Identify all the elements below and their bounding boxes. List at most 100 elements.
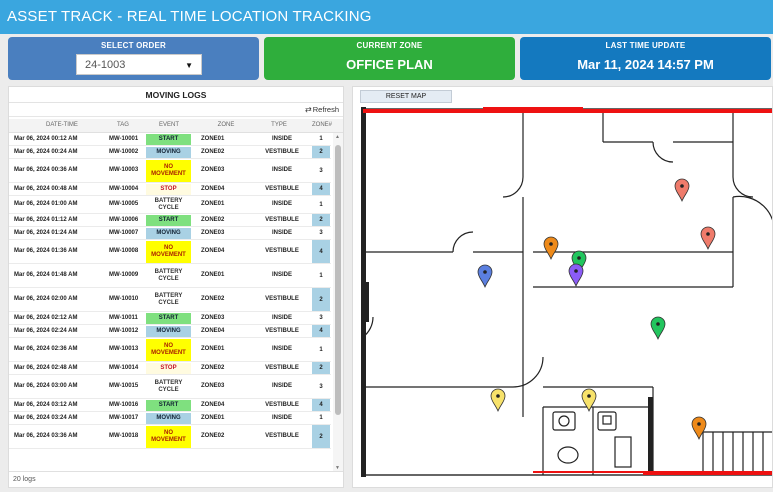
cell-date-time: Mar 06, 2024 00:24 AM <box>14 149 78 155</box>
cell-type: VESTIBULE <box>265 186 299 192</box>
event-badge: NO MOVEMENT <box>146 160 191 182</box>
cell-zone: ZONE01 <box>201 346 225 352</box>
location-marker-icon[interactable] <box>650 316 666 341</box>
cell-date-time: Mar 06, 2024 01:12 AM <box>14 217 78 223</box>
cell-tag: MW-10007 <box>109 230 139 236</box>
map-markers <box>477 178 716 441</box>
cell-zone-number: 4 <box>312 399 330 411</box>
last-update-card: LAST TIME UPDATE Mar 11, 2024 14:57 PM <box>520 37 771 80</box>
col-zone-number[interactable]: ZONE# <box>312 122 333 128</box>
col-type[interactable]: TYPE <box>271 122 287 128</box>
reset-map-button[interactable]: RESET MAP <box>360 90 452 103</box>
cell-type: VESTIBULE <box>265 402 299 408</box>
cell-tag: MW-10013 <box>109 346 139 352</box>
cell-zone-number: 2 <box>312 425 330 448</box>
location-marker-icon[interactable] <box>568 263 584 288</box>
cell-zone-number: 1 <box>319 415 323 421</box>
event-badge: START <box>146 400 191 411</box>
refresh-label: Refresh <box>312 105 339 114</box>
scroll-down-icon[interactable]: ▼ <box>335 465 340 471</box>
event-badge: NO MOVEMENT <box>146 426 191 448</box>
col-date-time[interactable]: DATE-TIME <box>46 122 78 128</box>
location-marker-icon[interactable] <box>674 178 690 203</box>
cell-tag: MW-10006 <box>109 217 139 223</box>
cell-type: INSIDE <box>271 201 292 207</box>
refresh-button[interactable]: ⇄Refresh <box>305 105 339 114</box>
cell-type: VESTIBULE <box>265 248 299 254</box>
cell-zone-number: 3 <box>319 167 323 174</box>
event-badge: MOVING <box>146 228 191 239</box>
scrollbar-thumb[interactable] <box>335 145 341 415</box>
cell-tag: MW-10016 <box>109 402 139 408</box>
cell-zone: ZONE02 <box>201 296 225 302</box>
cell-zone: ZONE01 <box>201 415 225 421</box>
cell-type: VESTIBULE <box>265 149 299 155</box>
cell-date-time: Mar 06, 2024 01:48 AM <box>14 272 78 278</box>
logs-scrollbar[interactable]: ▲ ▼ <box>333 133 343 472</box>
cell-zone: ZONE03 <box>201 167 225 173</box>
logs-count: 20 logs <box>9 471 343 487</box>
cell-zone-number: 2 <box>312 146 330 158</box>
logs-toolbar: ⇄Refresh <box>9 103 343 117</box>
cell-zone: ZONE04 <box>201 328 225 334</box>
cell-date-time: Mar 06, 2024 03:24 AM <box>14 415 78 421</box>
scroll-up-icon[interactable]: ▲ <box>335 134 340 140</box>
location-marker-icon[interactable] <box>490 388 506 413</box>
col-zone[interactable]: ZONE <box>217 122 235 128</box>
cell-date-time: Mar 06, 2024 01:36 AM <box>14 248 78 254</box>
moving-logs-panel: MOVING LOGS ⇄Refresh DATE-TIME TAG EVENT… <box>8 86 344 488</box>
cell-date-time: Mar 06, 2024 03:12 AM <box>14 402 78 408</box>
location-marker-icon[interactable] <box>477 264 493 289</box>
cell-tag: MW-10003 <box>109 167 139 173</box>
order-select[interactable]: 24-1003 ▼ <box>76 54 202 75</box>
last-update-title: LAST TIME UPDATE <box>605 41 686 50</box>
cell-zone: ZONE04 <box>201 248 225 254</box>
location-marker-icon[interactable] <box>691 416 707 441</box>
cell-type: VESTIBULE <box>265 296 299 302</box>
event-badge: MOVING <box>146 326 191 337</box>
cell-tag: MW-10015 <box>109 383 139 389</box>
cell-zone: ZONE03 <box>201 315 225 321</box>
cell-zone: ZONE02 <box>201 433 225 439</box>
cell-zone-number: 1 <box>319 346 323 353</box>
cell-zone-number: 4 <box>312 325 330 337</box>
cell-tag: MW-10008 <box>109 248 139 254</box>
cell-zone: ZONE02 <box>201 365 225 371</box>
cell-type: INSIDE <box>271 383 292 389</box>
event-badge: NO MOVEMENT <box>146 241 191 263</box>
event-badge: MOVING <box>146 413 191 424</box>
dropdown-arrow-icon[interactable]: ▼ <box>185 61 193 70</box>
col-event[interactable]: EVENT <box>158 122 179 128</box>
location-marker-icon[interactable] <box>543 236 559 261</box>
logs-table-header: DATE-TIME TAG EVENT ZONE TYPE ZONE# <box>9 119 343 133</box>
cell-tag: MW-10005 <box>109 201 139 207</box>
cell-zone: ZONE03 <box>201 230 225 236</box>
col-tag[interactable]: TAG <box>117 122 129 128</box>
cell-type: INSIDE <box>271 167 292 173</box>
cell-date-time: Mar 06, 2024 03:36 AM <box>14 433 78 439</box>
location-marker-icon[interactable] <box>581 388 597 413</box>
cell-zone: ZONE04 <box>201 186 225 192</box>
table-row[interactable]: Mar 06, 2024 01:36 AM MW-10008 ZONE04 VESTI… <box>9 240 331 264</box>
floor-plan-map[interactable]: RESET MAP <box>352 86 773 488</box>
location-marker-icon[interactable] <box>700 226 716 251</box>
cell-type: VESTIBULE <box>265 433 299 439</box>
cell-date-time: Mar 06, 2024 02:12 AM <box>14 315 78 321</box>
